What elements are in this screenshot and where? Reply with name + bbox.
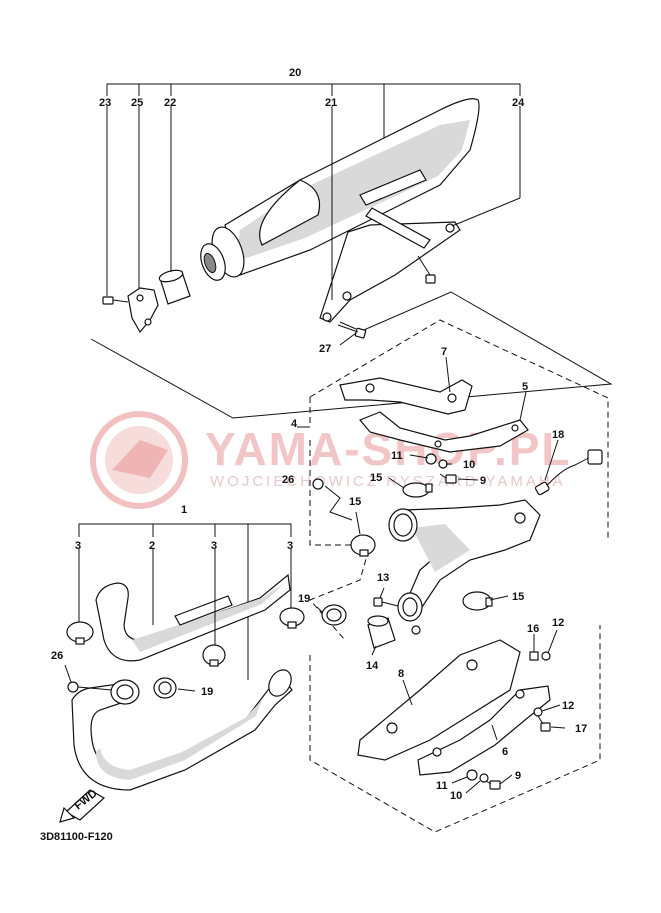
part-label-23: 23 <box>99 97 111 109</box>
muffler-bracket <box>319 169 461 323</box>
part-labels: 20 23 25 22 21 24 27 7 5 4 18 11 10 15 9… <box>51 67 587 802</box>
part-label-5: 5 <box>522 381 528 393</box>
bolt <box>373 597 399 607</box>
washer <box>479 773 489 783</box>
part-label-3-mid: 3 <box>211 540 217 552</box>
nut <box>541 651 551 661</box>
part-label-11-top: 11 <box>391 450 403 462</box>
part-label-15-top: 15 <box>370 472 382 484</box>
pipe-flange <box>110 679 140 705</box>
clamp <box>462 591 493 611</box>
clamp <box>66 621 94 645</box>
part-label-26-left: 26 <box>51 650 63 662</box>
bracket-clip <box>529 651 539 661</box>
part-label-24: 24 <box>512 97 525 109</box>
part-label-20: 20 <box>289 67 301 79</box>
part-label-15-right: 15 <box>512 591 524 603</box>
part-label-14: 14 <box>366 660 379 672</box>
part-label-18: 18 <box>552 429 564 441</box>
heat-guard <box>417 685 551 776</box>
clamp <box>350 534 376 557</box>
part-label-13: 13 <box>377 572 389 584</box>
part-label-10-bottom: 10 <box>450 790 462 802</box>
part-label-12-bottom: 12 <box>562 700 574 712</box>
part-label-19-left: 19 <box>201 686 213 698</box>
muffler-body <box>200 98 480 281</box>
part-label-3-right: 3 <box>287 540 293 552</box>
part-label-16: 16 <box>527 623 539 635</box>
part-label-9-bottom: 9 <box>515 770 521 782</box>
heat-guard <box>357 639 521 761</box>
part-label-21: 21 <box>325 97 337 109</box>
gasket <box>367 615 396 649</box>
part-label-22: 22 <box>164 97 176 109</box>
nut <box>312 478 324 490</box>
clamp <box>402 482 433 498</box>
part-label-19-mid: 19 <box>298 593 310 605</box>
clamp <box>127 287 159 334</box>
front-pipe-assembly <box>297 319 609 656</box>
bolt <box>537 715 551 732</box>
exhaust-pipe <box>388 499 541 635</box>
part-label-12-top: 12 <box>552 617 564 629</box>
part-label-15-mid: 15 <box>349 496 361 508</box>
nut <box>425 453 437 465</box>
part-label-11-bottom: 11 <box>436 780 448 792</box>
part-label-3-left: 3 <box>75 540 81 552</box>
gasket-ring <box>153 677 177 699</box>
oxygen-sensor <box>534 449 603 496</box>
part-label-4: 4 <box>291 418 298 430</box>
exhaust-pipe <box>71 669 293 791</box>
nut <box>466 769 478 781</box>
diagram-code: 3D81100-F120 <box>40 831 113 843</box>
watermark-logo <box>90 411 188 509</box>
heat-shield <box>339 377 473 415</box>
bolt <box>485 780 501 790</box>
part-label-17: 17 <box>575 723 587 735</box>
gasket-ring <box>321 604 347 626</box>
bolt <box>439 473 457 484</box>
part-label-2: 2 <box>149 540 155 552</box>
clamp <box>202 644 226 667</box>
part-label-6: 6 <box>502 746 508 758</box>
part-label-27: 27 <box>319 343 331 355</box>
clamp <box>279 607 305 629</box>
watermark-subtitle: WOJCIECHOWICZ RYSZARD YAMAHA <box>210 473 566 490</box>
part-label-9-top: 9 <box>480 475 486 487</box>
part-label-25: 25 <box>131 97 143 109</box>
rear-pipe-assembly <box>64 523 305 791</box>
part-label-8: 8 <box>398 668 404 680</box>
nut <box>67 681 79 693</box>
washer <box>533 707 543 717</box>
part-label-10-top: 10 <box>463 459 475 471</box>
bolt <box>337 321 367 339</box>
gasket <box>158 269 191 305</box>
washer <box>438 459 448 469</box>
part-label-1: 1 <box>181 504 187 516</box>
part-label-26-top: 26 <box>282 474 294 486</box>
bolt <box>417 255 436 284</box>
muffler-assembly <box>90 83 613 419</box>
muffler-guard-assembly <box>309 625 601 833</box>
part-label-7: 7 <box>441 346 447 358</box>
forward-direction-indicator: FWD <box>59 787 106 823</box>
heat-shield <box>359 411 529 453</box>
exhaust-pipe <box>95 573 291 662</box>
bolt <box>102 296 129 305</box>
